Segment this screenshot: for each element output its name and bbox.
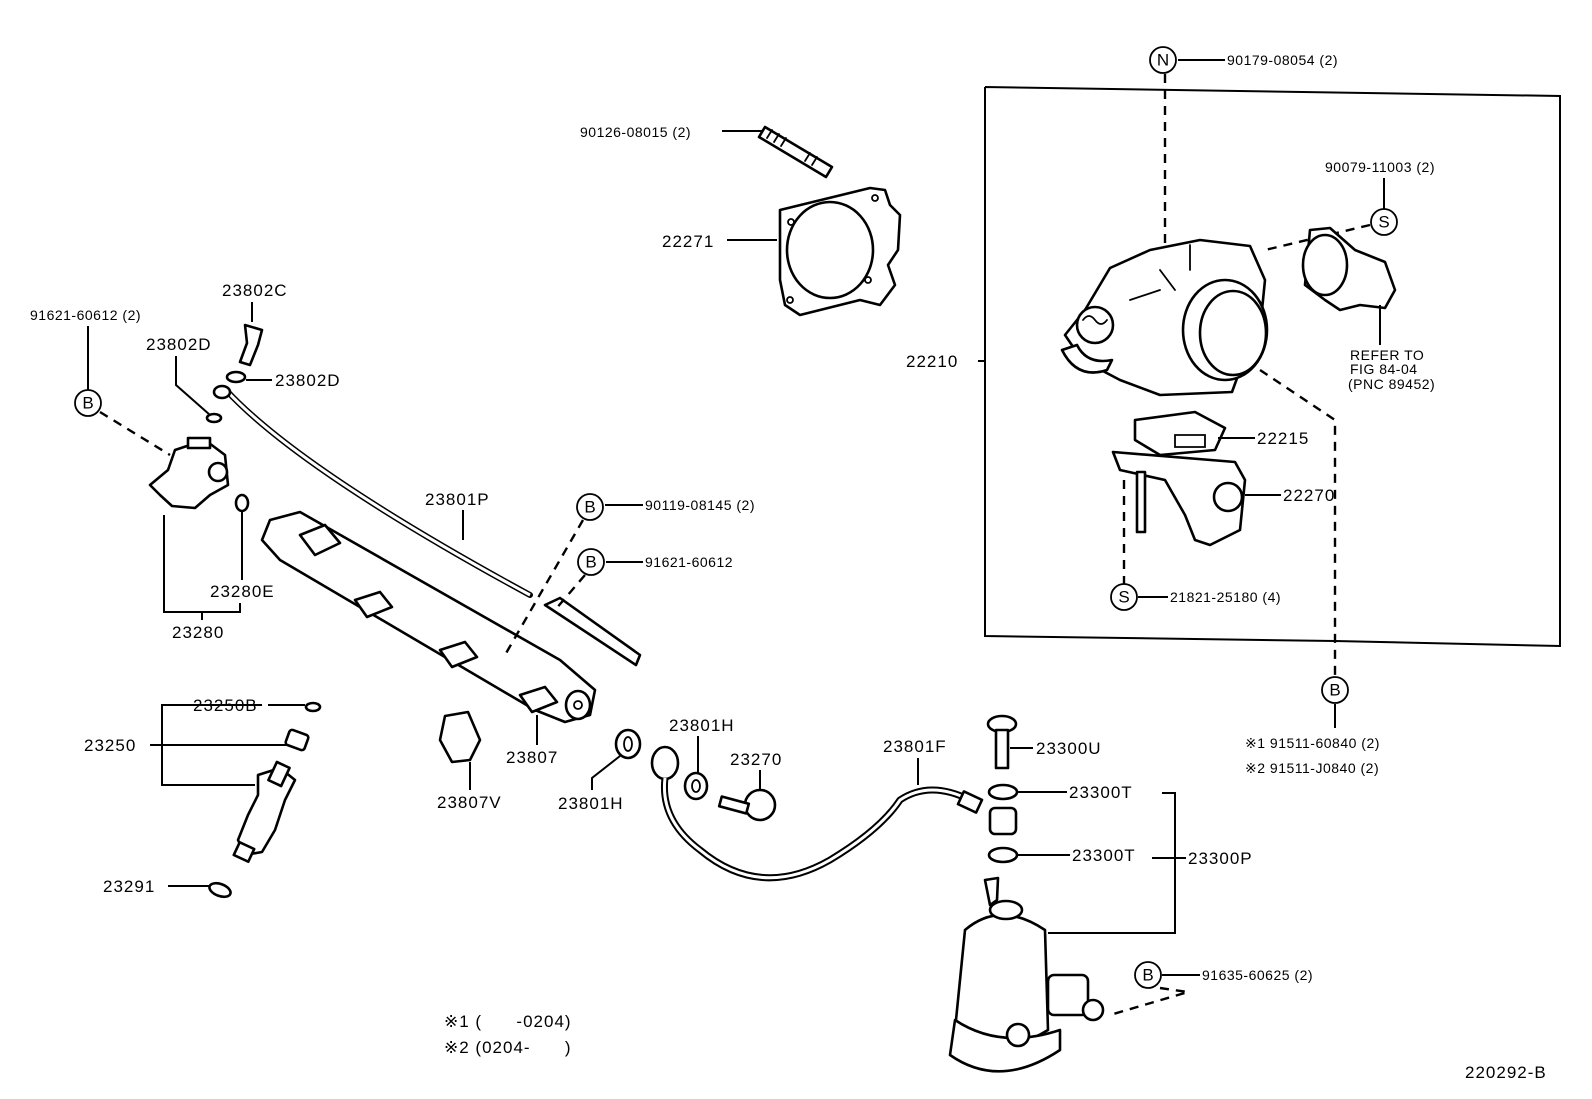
- delivery-pipe[interactable]: [260, 510, 642, 724]
- note-1: ※1 ( -0204): [444, 1012, 572, 1031]
- label-23300U[interactable]: 23300U: [1036, 739, 1102, 758]
- symbol-b-left-circle: [74, 389, 102, 417]
- union-23300[interactable]: [988, 806, 1018, 836]
- fuel-injector-23250[interactable]: [232, 760, 297, 864]
- label-refer-to: REFER TO: [1350, 347, 1424, 363]
- gasket-23802D-lower[interactable]: [225, 370, 247, 384]
- leader-23802D-upper: [175, 356, 211, 416]
- bracket-23300P: [1048, 792, 1176, 934]
- dash-b-mid1: [503, 519, 585, 656]
- symbol-s-bottom: S: [1118, 588, 1129, 607]
- label-23300P[interactable]: 23300P: [1188, 849, 1253, 868]
- dash-b-mid2: [554, 574, 586, 611]
- symbol-b-left: B: [82, 394, 93, 413]
- symbol-b-bottom: B: [1142, 966, 1153, 985]
- throttle-body-group-frame: [984, 86, 1561, 648]
- label-refer-pnc: (PNC 89452): [1348, 376, 1435, 392]
- grommet-23250[interactable]: [284, 728, 310, 752]
- fuel-pipe-23801P[interactable]: [212, 384, 533, 598]
- label-23280[interactable]: 23280: [172, 623, 224, 642]
- label-91621-60612[interactable]: 91621-60612: [645, 554, 733, 570]
- dash-b-left: [99, 410, 171, 457]
- o-ring-23250B[interactable]: [304, 701, 322, 713]
- label-91511-J0840[interactable]: ※2 91511-J0840 (2): [1245, 760, 1379, 776]
- label-23801H-right[interactable]: 23801H: [669, 716, 735, 735]
- label-23250[interactable]: 23250: [84, 736, 136, 755]
- dash-b-right: [1259, 369, 1337, 680]
- label-23801H-left[interactable]: 23801H: [558, 794, 624, 813]
- label-23291[interactable]: 23291: [103, 877, 155, 896]
- fuel-hose-23801F[interactable]: [650, 745, 984, 882]
- insulator-23807V[interactable]: [438, 710, 482, 764]
- pressure-regulator-23280[interactable]: [148, 436, 230, 510]
- symbol-b-right-circle: [1321, 676, 1349, 704]
- symbol-b-mid2: B: [585, 553, 596, 572]
- label-91635-60625[interactable]: 91635-60625 (2): [1202, 967, 1313, 983]
- label-23802D-lower[interactable]: 23802D: [275, 371, 341, 390]
- gasket-22271[interactable]: [778, 186, 902, 317]
- label-23280E[interactable]: 23280E: [210, 582, 275, 601]
- gasket-23300T-lower[interactable]: [987, 846, 1019, 864]
- gasket-23300T-upper[interactable]: [987, 783, 1019, 801]
- leader-23801H-left: [591, 755, 621, 790]
- label-23300T-lower[interactable]: 23300T: [1072, 846, 1136, 865]
- label-23300T-upper[interactable]: 23300T: [1069, 783, 1133, 802]
- label-23801P[interactable]: 23801P: [425, 490, 490, 509]
- label-22271[interactable]: 22271: [662, 232, 714, 251]
- label-refer-fig[interactable]: FIG 84-04: [1350, 361, 1418, 377]
- symbol-s-top-circle: [1370, 208, 1398, 236]
- label-22270[interactable]: 22270: [1283, 486, 1335, 505]
- label-23250B[interactable]: 23250B: [193, 696, 258, 715]
- symbol-b-right: B: [1329, 681, 1340, 700]
- gasket-23801H-left[interactable]: [614, 728, 642, 760]
- label-91621-60612-2[interactable]: 91621-60612 (2): [30, 307, 141, 323]
- label-90119-08145[interactable]: 90119-08145 (2): [645, 497, 755, 513]
- label-90179-08054[interactable]: 90179-08054 (2): [1227, 52, 1338, 68]
- idle-air-control-valve-22270[interactable]: [1111, 450, 1247, 547]
- label-23807V[interactable]: 23807V: [437, 793, 502, 812]
- figure-id: 220292-B: [1465, 1063, 1547, 1082]
- symbol-n: N: [1157, 51, 1169, 70]
- label-90079-11003[interactable]: 90079-11003 (2): [1325, 159, 1435, 175]
- gasket-22215[interactable]: [1133, 410, 1227, 457]
- label-22215[interactable]: 22215: [1257, 429, 1309, 448]
- label-23807[interactable]: 23807: [506, 748, 558, 767]
- symbol-b-mid1: B: [584, 498, 595, 517]
- fuel-filter-23300P[interactable]: [948, 876, 1105, 1073]
- label-90126-08015[interactable]: 90126-08015 (2): [580, 124, 691, 140]
- label-23802D-upper[interactable]: 23802D: [146, 335, 212, 354]
- union-bolt-23802C[interactable]: [238, 323, 264, 367]
- symbol-b-mid1-circle: [576, 493, 604, 521]
- pulsation-damper-23270[interactable]: [717, 788, 777, 822]
- label-23801F[interactable]: 23801F: [883, 737, 947, 756]
- gasket-23801H-right[interactable]: [683, 771, 709, 801]
- note-2: ※2 (0204- ): [444, 1038, 572, 1057]
- label-23802C[interactable]: 23802C: [222, 281, 288, 300]
- throttle-body-22210[interactable]: [1060, 238, 1269, 397]
- symbol-b-mid2-circle: [577, 548, 605, 576]
- symbol-b-bottom-circle: [1134, 961, 1162, 989]
- gasket-23802D-upper[interactable]: [205, 412, 223, 424]
- symbol-s-bottom-circle: [1110, 583, 1138, 611]
- label-22210[interactable]: 22210: [906, 352, 958, 371]
- bolt-23300U[interactable]: [986, 714, 1018, 770]
- label-21821-25180[interactable]: 21821-25180 (4): [1170, 589, 1281, 605]
- label-23270[interactable]: 23270: [730, 750, 782, 769]
- symbol-n-circle: [1149, 46, 1177, 74]
- stud-90126-08015[interactable]: [757, 125, 834, 179]
- throttle-position-sensor[interactable]: [1301, 226, 1397, 312]
- label-91511-60840[interactable]: ※1 91511-60840 (2): [1245, 735, 1380, 751]
- o-ring-23280E[interactable]: [234, 493, 250, 513]
- symbol-s-top: S: [1378, 213, 1389, 232]
- insulator-23291[interactable]: [208, 881, 233, 900]
- dash-b-bottom: [1109, 986, 1189, 1017]
